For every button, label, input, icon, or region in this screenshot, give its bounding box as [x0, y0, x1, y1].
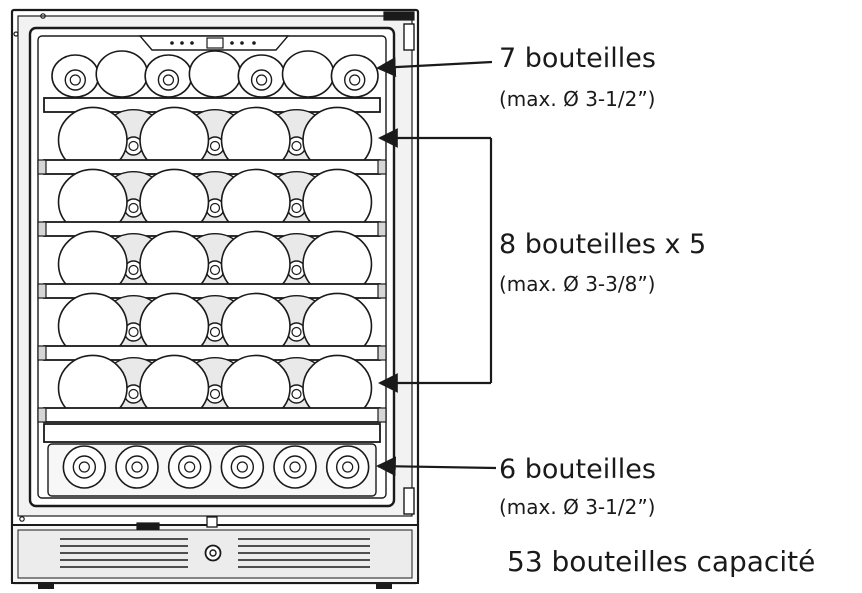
frame-screw-left [13, 31, 19, 37]
top-row-bottle-neck-inner [162, 74, 175, 86]
middle-shelf-3-bottle-neck-inner [291, 264, 302, 276]
middle-shelf-4-bottle-neck-inner [291, 326, 302, 338]
bottom-row-bottle-cap [342, 461, 354, 473]
shelf-rail-5 [43, 407, 381, 423]
top-row-bottle [95, 50, 149, 98]
shelf-rail-left-end [37, 159, 47, 175]
shelf-rail-right-end [377, 407, 387, 423]
top-row-bottle [188, 50, 242, 98]
shelf-rail-left-end [37, 345, 47, 361]
middle-shelf-1-bottle-neck-inner [209, 140, 221, 152]
callout-top-arrow [376, 57, 493, 77]
shelf-rail-right-end [377, 283, 387, 299]
middle-shelf-2-bottle-neck-inner [128, 202, 139, 214]
shelf-rail-right-end [377, 159, 387, 175]
bottle-racks [37, 50, 387, 497]
label-bottom-count: 6 bouteilles [499, 454, 656, 485]
label-top-count: 7 bouteilles [499, 43, 656, 74]
top-row-bottle-neck-inner [349, 74, 361, 86]
top-row-bottle [281, 50, 335, 98]
label-total-capacity: 53 bouteilles capacité [507, 545, 816, 578]
top-row-bottle-neck-inner [69, 74, 81, 86]
vent-left [60, 538, 188, 568]
door-handle [403, 23, 415, 51]
shelf-rail-right-end [377, 345, 387, 361]
middle-shelf-1-bottle-neck-inner [128, 140, 139, 152]
bottom-row-bottle-cap [131, 461, 143, 473]
frame-screw-top [40, 13, 46, 19]
middle-shelf-4-bottle-neck-inner [209, 326, 221, 338]
bottom-row-bottle-cap [78, 461, 90, 473]
callout-lines [376, 57, 497, 477]
vent-right [238, 538, 370, 568]
door-hinge-top [383, 11, 415, 21]
middle-shelf-5-bottle-neck-inner [291, 388, 302, 400]
base-latch [136, 522, 160, 530]
middle-shelf-3-bottle-neck-inner [209, 264, 221, 276]
label-middle-count: 8 bouteilles x 5 [499, 229, 707, 260]
middle-shelf-2-bottle-neck-inner [209, 202, 221, 214]
bottom-row-bottle-cap [236, 461, 248, 473]
middle-shelf-2-bottle-neck-inner [291, 202, 302, 214]
control-panel [138, 35, 290, 51]
foot-right [376, 583, 392, 589]
middle-shelf-5-bottle-neck-inner [128, 388, 139, 400]
middle-shelf-1-bottle-neck-inner [291, 140, 302, 152]
middle-shelf-4-bottle-neck-inner [128, 326, 139, 338]
label-bottom-size: (max. Ø 3-1/2”) [499, 495, 656, 519]
top-row-bottle-neck-inner [255, 74, 268, 86]
door-handle-lower [403, 487, 415, 515]
bottom-row-bottle-cap [184, 461, 196, 473]
callout-bottom-arrow [376, 456, 497, 477]
shelf-rail-right-end [377, 221, 387, 237]
bottom-compartment-lip [43, 423, 381, 443]
base-badge [206, 516, 218, 528]
control-buttons [170, 37, 256, 49]
middle-shelf-3-bottle-neck-inner [128, 264, 139, 276]
label-top-size: (max. Ø 3-1/2”) [499, 87, 656, 111]
shelf-rail-left-end [37, 407, 47, 423]
middle-shelf-5-bottle-neck-inner [209, 388, 221, 400]
foot-left [38, 583, 54, 589]
frame-screw-bottom [19, 516, 25, 522]
shelf-rail-left-end [37, 221, 47, 237]
shelf-rail-left-end [37, 283, 47, 299]
label-middle-size: (max. Ø 3-3/8”) [499, 272, 656, 296]
bottom-row-bottle-cap [289, 461, 301, 473]
